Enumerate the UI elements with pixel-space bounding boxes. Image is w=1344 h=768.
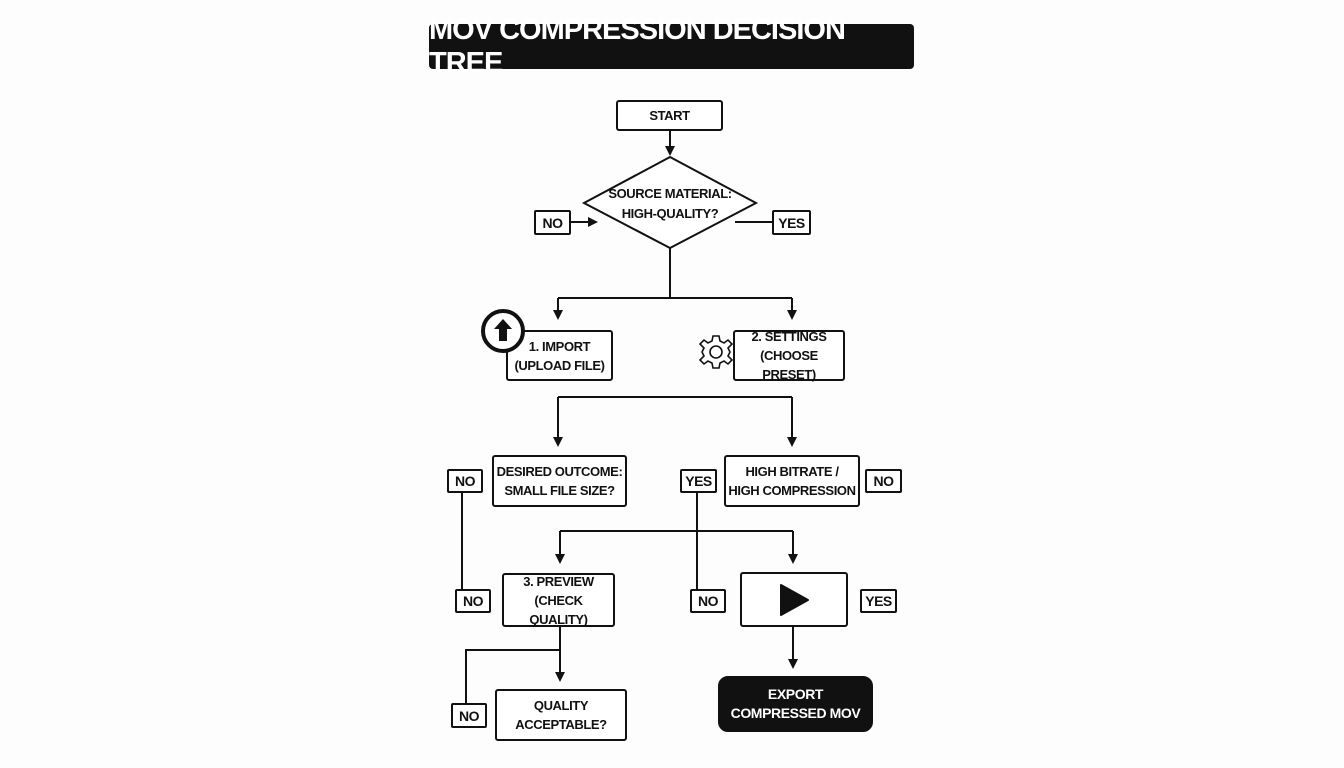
- export-node: EXPORT COMPRESSED MOV: [718, 676, 873, 732]
- decision-line-2: HIGH-QUALITY?: [621, 206, 719, 221]
- desired-outcome-line-2: SMALL FILE SIZE?: [504, 483, 615, 498]
- decision-line-1: SOURCE MATERIAL:: [608, 186, 732, 201]
- high-bitrate-line-2: HIGH COMPRESSION: [728, 483, 856, 498]
- import-line-2: (UPLOAD FILE): [514, 357, 605, 373]
- quality-line-1: QUALITY: [533, 698, 589, 713]
- quality-node: QUALITY ACCEPTABLE?: [495, 689, 627, 741]
- yes-label: YES: [860, 589, 897, 613]
- quality-line-2: ACCEPTABLE?: [515, 717, 607, 732]
- preview-node: 3. PREVIEW (CHECK QUALITY): [502, 573, 615, 627]
- play-icon: [780, 583, 809, 616]
- gear-icon: [698, 335, 734, 369]
- upload-arrow-circle-icon: [481, 309, 525, 353]
- no-label: NO: [451, 703, 487, 728]
- import-node: 1. IMPORT (UPLOAD FILE): [506, 330, 613, 381]
- yes-label: YES: [680, 469, 717, 493]
- no-label: NO: [690, 589, 726, 613]
- start-node: START: [616, 100, 723, 131]
- video-player-node: [740, 572, 848, 627]
- preview-line-2: (CHECK QUALITY): [529, 592, 588, 627]
- line-preview-to-no: [465, 649, 560, 703]
- high-bitrate-node: HIGH BITRATE / HIGH COMPRESSION: [724, 455, 860, 507]
- no-label: NO: [865, 469, 902, 493]
- desired-outcome-line-1: DESIRED OUTCOME:: [496, 464, 623, 479]
- no-label: NO: [534, 210, 571, 235]
- import-line-1: 1. IMPORT: [528, 338, 591, 354]
- export-line-2: COMPRESSED MOV: [730, 705, 861, 721]
- diagram-title: MOV COMPRESSION DECISION TREE: [429, 14, 914, 79]
- no-label: NO: [455, 589, 491, 613]
- export-line-1: EXPORT: [767, 686, 824, 702]
- no-label: NO: [447, 469, 483, 493]
- settings-node: 2. SETTINGS (CHOOSE PRESET): [733, 329, 845, 382]
- source-decision-text: SOURCE MATERIAL: HIGH-QUALITY?: [584, 184, 756, 224]
- desired-outcome-node: DESIRED OUTCOME: SMALL FILE SIZE?: [492, 455, 627, 507]
- yes-label: YES: [772, 210, 811, 235]
- settings-line-1: 2. SETTINGS: [751, 329, 827, 344]
- settings-line-2: (CHOOSE PRESET): [760, 348, 818, 382]
- preview-line-1: 3. PREVIEW: [523, 573, 594, 589]
- high-bitrate-line-1: HIGH BITRATE /: [745, 464, 839, 479]
